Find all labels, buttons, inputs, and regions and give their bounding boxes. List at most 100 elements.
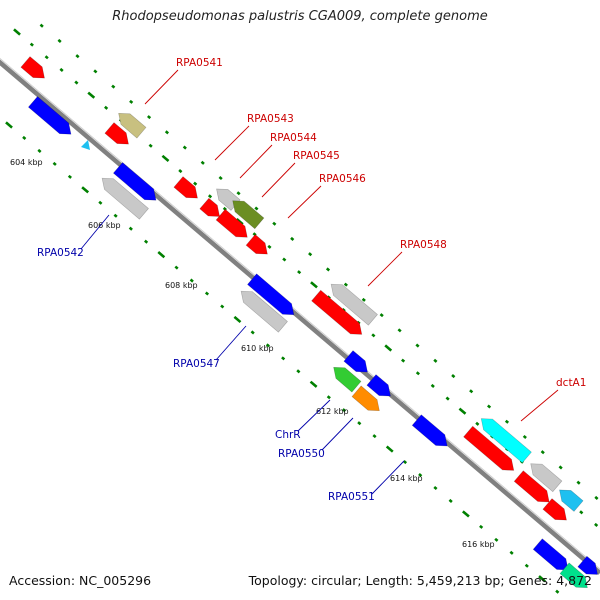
tick-mark	[326, 395, 331, 400]
gene-labels: RPA0541RPA0543RPA0544RPA0545RPA0546RPA05…	[37, 57, 586, 503]
gene-label: RPA0547	[173, 358, 220, 370]
gene-label: RPA0543	[247, 113, 294, 125]
tick-mark	[220, 304, 225, 309]
marker-icon	[81, 140, 90, 150]
label-leader	[297, 399, 331, 432]
tick-mark	[98, 200, 103, 205]
tick-mark	[361, 297, 366, 302]
tick-mark	[87, 91, 96, 99]
gene-arrow	[112, 162, 157, 201]
gene-arrow	[173, 176, 198, 199]
tick-mark	[174, 265, 179, 270]
tick-mark	[433, 358, 438, 363]
tick-mark	[39, 23, 44, 28]
gene-arrow	[245, 234, 268, 255]
scale-label: 616 kbp	[462, 540, 495, 549]
tick-mark	[75, 54, 80, 59]
scale-label: 608 kbp	[165, 281, 198, 290]
tick-mark	[281, 356, 286, 361]
tick-mark	[594, 522, 599, 527]
gene-arrow	[240, 290, 288, 333]
tick-mark	[128, 226, 133, 231]
tick-mark	[161, 154, 170, 162]
topology-label: Topology: circular; Length: 5,459,213 bp…	[248, 573, 592, 588]
gene-arrow	[20, 56, 45, 79]
tick-mark	[59, 67, 64, 72]
tick-mark	[37, 148, 42, 153]
tick-mark	[204, 291, 210, 296]
tick-mark	[504, 419, 510, 424]
tick-mark	[233, 315, 242, 324]
tick-mark	[189, 278, 194, 283]
tick-mark	[415, 343, 420, 348]
tick-mark	[5, 121, 13, 129]
tick-mark	[433, 485, 438, 491]
tick-mark	[308, 252, 313, 257]
gene-arrow	[343, 350, 368, 373]
tick-mark	[371, 333, 376, 338]
gene-arrow	[232, 200, 265, 230]
label-leader	[321, 417, 354, 451]
gene-label: RPA0550	[278, 448, 325, 460]
gene-arrow	[577, 555, 598, 575]
tick-mark	[538, 575, 546, 583]
tick-mark	[157, 251, 166, 259]
tick-mark	[265, 343, 270, 348]
label-leader	[215, 325, 247, 361]
tick-mark	[418, 473, 423, 478]
backbone-line	[0, 59, 600, 575]
gene-label: RPA0545	[293, 150, 340, 162]
tick-mark	[52, 161, 57, 166]
scale-label: 612 kbp	[316, 407, 349, 416]
label-leader	[371, 460, 405, 495]
tick-mark	[193, 181, 198, 186]
tick-mark	[111, 84, 116, 89]
tick-mark	[594, 495, 599, 500]
gene-arrow	[530, 463, 563, 493]
gene-arrow	[333, 366, 362, 393]
gene-arrow	[463, 425, 515, 471]
tick-mark	[540, 450, 545, 455]
tick-mark	[576, 480, 581, 485]
tick-mark	[310, 281, 318, 289]
tick-mark	[129, 99, 134, 104]
scale-label: 606 kbp	[88, 221, 121, 230]
tick-mark	[200, 160, 205, 165]
tick-mark	[29, 42, 34, 47]
feature-arrows	[20, 56, 598, 589]
label-leader	[520, 389, 559, 422]
tick-mark	[272, 221, 277, 226]
tick-mark	[397, 328, 402, 333]
tick-mark	[372, 434, 377, 439]
label-leader	[287, 185, 322, 219]
tick-mark	[579, 510, 584, 515]
tick-mark	[146, 115, 152, 120]
tick-mark	[236, 191, 241, 196]
tick-mark	[357, 421, 362, 426]
gene-arrow	[311, 289, 363, 335]
tick-mark	[235, 218, 244, 226]
gene-arrow	[199, 197, 220, 217]
tick-mark	[44, 55, 49, 60]
tick-mark	[479, 524, 484, 529]
tick-mark	[509, 550, 514, 555]
gene-label: RPA0544	[270, 132, 317, 144]
gene-arrow	[513, 470, 550, 503]
tick-mark	[22, 135, 27, 140]
tick-mark	[487, 404, 492, 409]
backbone-highlight	[0, 57, 600, 570]
gene-arrow	[247, 273, 295, 316]
backbone	[0, 57, 600, 575]
tick-mark	[379, 313, 384, 318]
scale-label: 614 kbp	[390, 474, 423, 483]
tick-mark	[81, 186, 90, 194]
label-leader	[80, 214, 110, 250]
tick-mark	[182, 145, 187, 150]
gene-arrow	[118, 112, 147, 139]
gene-label: RPA0542	[37, 247, 84, 259]
scale-label: 610 kbp	[241, 344, 274, 353]
gene-arrow	[559, 489, 584, 512]
gene-arrow	[480, 418, 532, 464]
tick-mark	[207, 194, 213, 199]
